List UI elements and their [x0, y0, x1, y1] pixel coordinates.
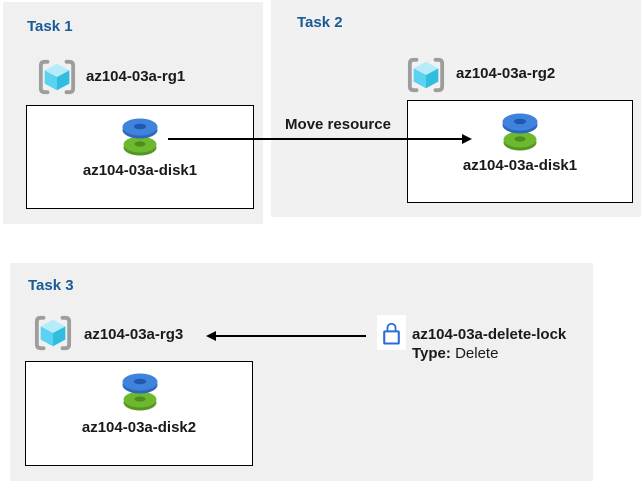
move-resource-label: Move resource	[285, 116, 391, 133]
task2-resource-group-label: az104-03a-rg2	[456, 65, 556, 82]
disk-icon	[500, 111, 540, 153]
task1-disk-label: az104-03a-disk1	[82, 162, 198, 179]
task3-disk-label: az104-03a-disk2	[81, 419, 197, 436]
move-arrow-line	[168, 138, 462, 140]
resource-group-icon	[32, 314, 74, 352]
task3-resource-group-label: az104-03a-rg3	[84, 326, 184, 343]
lock-type-value: Delete	[455, 345, 499, 362]
delete-lock-type: Type: Delete	[412, 345, 499, 363]
resource-group-icon	[405, 56, 447, 94]
lock-arrow-line	[216, 335, 366, 337]
task2-disk-label: az104-03a-disk1	[462, 157, 578, 174]
lock-arrow-head-icon	[206, 331, 216, 341]
task1-title: Task 1	[27, 18, 73, 35]
resource-group-icon	[36, 58, 78, 96]
move-arrow-head-icon	[462, 134, 472, 144]
disk-icon	[120, 116, 160, 158]
task3-title: Task 3	[28, 277, 74, 294]
task2-title: Task 2	[297, 14, 343, 31]
disk-icon	[120, 371, 160, 413]
lock-type-label: Type:	[412, 345, 451, 362]
task1-resource-group-label: az104-03a-rg1	[86, 68, 186, 85]
delete-lock-name: az104-03a-delete-lock	[412, 326, 567, 343]
lock-icon	[377, 315, 406, 350]
